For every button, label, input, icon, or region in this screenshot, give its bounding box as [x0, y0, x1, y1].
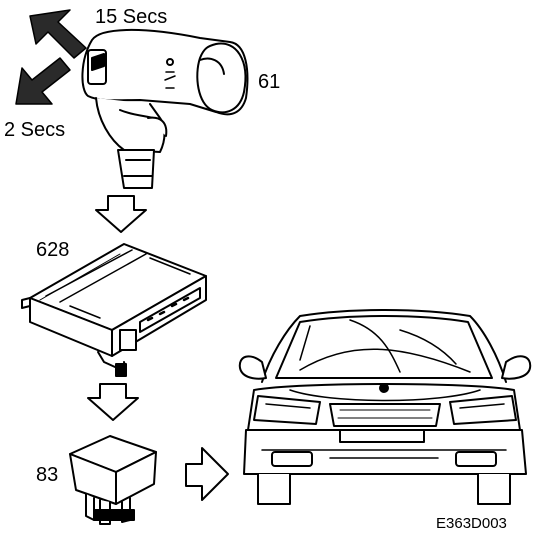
figure-code-label: E363D003 [436, 515, 507, 532]
control-module-drawing [21, 243, 207, 377]
module-reference-label: 628 [36, 239, 70, 261]
flow-arrow-icon [95, 195, 147, 233]
switch-reference-label: 61 [258, 71, 281, 93]
relay-reference-label: 83 [36, 464, 59, 486]
arrow-down-left-icon [15, 57, 71, 105]
car-front-drawing [238, 309, 532, 505]
arrow-up-left-icon [29, 9, 87, 59]
up-duration-label: 15 Secs [95, 6, 168, 28]
flow-arrow-icon [87, 383, 139, 421]
stalk-switch-drawing [81, 28, 249, 189]
flow-arrow-right-icon [185, 447, 229, 501]
down-duration-label: 2 Secs [4, 119, 66, 141]
relay-drawing [69, 435, 157, 525]
